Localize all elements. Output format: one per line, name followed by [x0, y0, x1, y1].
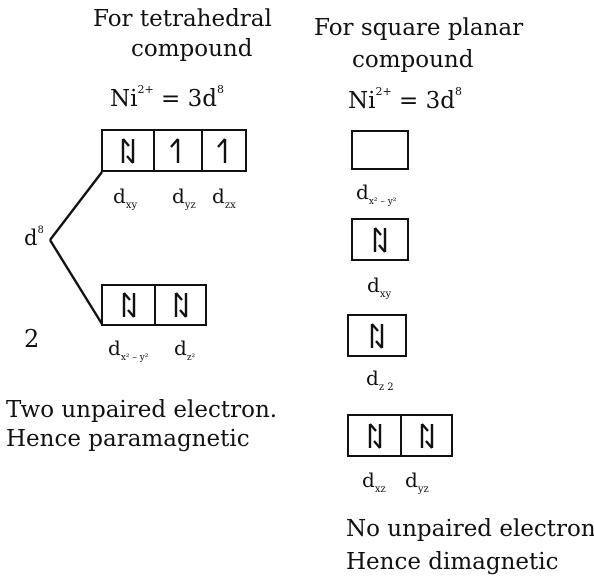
orbital-cell-dyz [153, 131, 201, 170]
config-sup: 8 [216, 83, 224, 97]
label-dx2-y2: dx² – y² [108, 336, 149, 363]
tetrahedral-title-line2: compound [131, 36, 253, 62]
orbital-box-dxy [351, 218, 409, 261]
tetrahedral-title-line1: For tetrahedral [93, 6, 272, 32]
orbital-cell-dxy [103, 131, 153, 170]
tetrahedral-conclusion-line1: Two unpaired electron. [6, 397, 278, 423]
paired-electron-arrows-icon [370, 322, 384, 349]
paired-electron-arrows-icon [174, 292, 187, 318]
orbital-cell-dz2 [154, 286, 205, 324]
label-dx2-y2: dx² – y² [356, 180, 397, 207]
single-electron-arrow-icon [217, 137, 227, 163]
square-planar-conclusion-line2: Hence dimagnetic [346, 549, 559, 575]
square-planar-title-line1: For square planar [314, 15, 524, 41]
square-planar-title-line2: compound [352, 47, 474, 73]
tetrahedral-conclusion-line2: Hence paramagnetic [6, 426, 250, 452]
paired-electron-arrows-icon [373, 226, 387, 253]
paired-electron-arrows-icon [368, 422, 381, 449]
ion-charge: 2+ [375, 85, 392, 99]
paired-electron-arrows-icon [420, 422, 433, 449]
config-eq: = 3d [391, 88, 455, 114]
orbital-cell-dzx [201, 131, 247, 170]
orbital-box-dx2y2-empty [351, 130, 409, 170]
lower-orbital-box [101, 284, 207, 326]
orbital-cell-dx2y2 [103, 286, 154, 324]
square-planar-config: Ni2+ = 3d8 [348, 86, 462, 114]
config-sup: 8 [454, 85, 462, 99]
label-dxy: dxy [367, 273, 392, 300]
orbital-cell-dxz [349, 416, 400, 455]
ion-symbol: Ni [348, 88, 376, 114]
paired-electron-arrows-icon [121, 137, 135, 164]
label-dzx: dzx [212, 184, 236, 211]
ion-symbol: Ni [110, 86, 138, 112]
orbital-cell-dyz [400, 416, 451, 455]
split-number: 2 [24, 325, 40, 353]
upper-orbital-box [101, 129, 247, 172]
label-dyz: dyz [405, 468, 429, 495]
label-dz2: dz 2 [366, 366, 394, 393]
paired-electron-arrows-icon [122, 292, 135, 318]
label-dyz: dyz [172, 184, 196, 211]
label-dz2: dz² [174, 336, 196, 363]
tetrahedral-config: Ni2+ = 3d8 [110, 84, 224, 112]
orbital-box-dz2 [347, 314, 407, 357]
orbital-box-dxz-dyz [347, 414, 453, 457]
label-dxz: dxz [362, 468, 386, 495]
ion-charge: 2+ [137, 83, 154, 97]
square-planar-conclusion-line1: No unpaired electron [346, 516, 594, 542]
config-eq: = 3d [153, 86, 217, 112]
d8-label: d8 [24, 225, 44, 250]
label-dxy: dxy [113, 184, 138, 211]
single-electron-arrow-icon [170, 137, 180, 163]
